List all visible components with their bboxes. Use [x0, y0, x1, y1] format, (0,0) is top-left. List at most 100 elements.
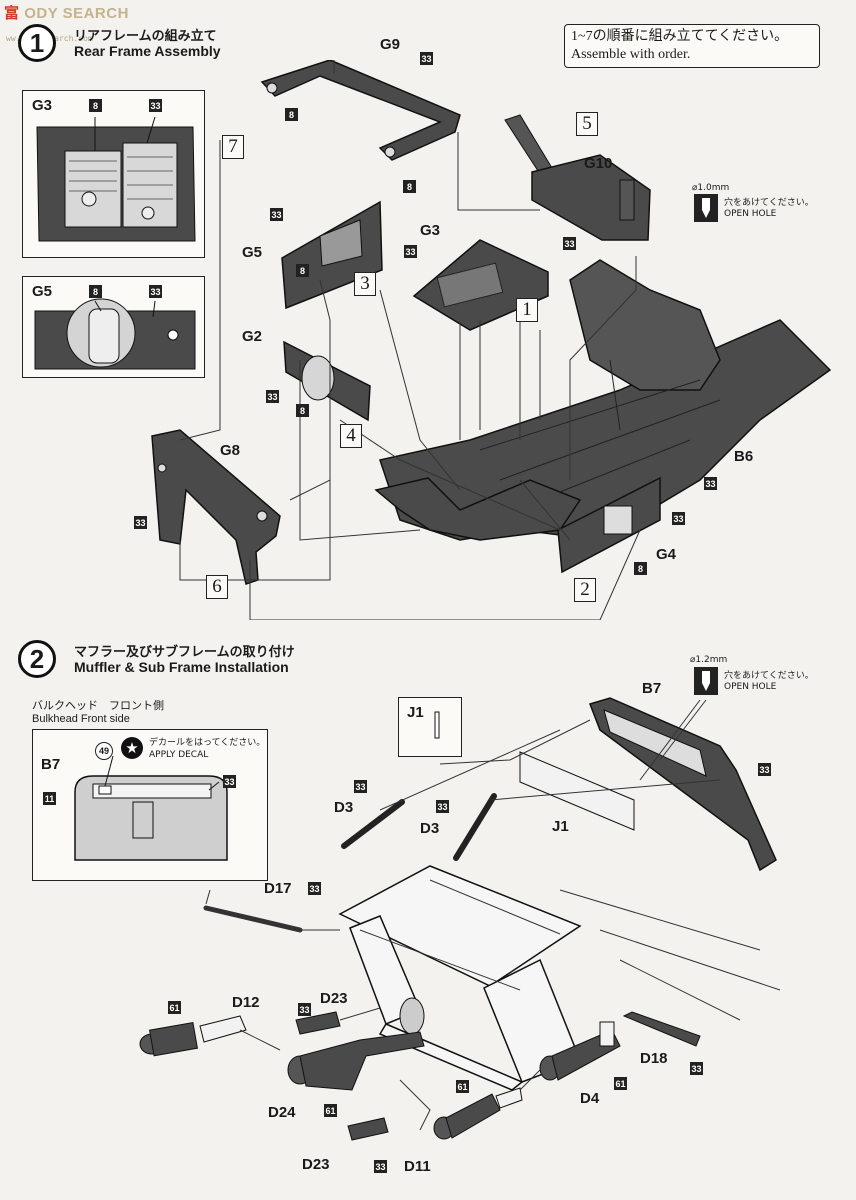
sequence-number-4: 4 — [340, 424, 362, 448]
paint-badge-33: 33 — [704, 477, 717, 490]
inset-g5-detail: G5 8 33 — [22, 276, 205, 378]
part-label-d4: D4 — [580, 1090, 600, 1107]
drill-hole-note: ⌀1.0mm — [692, 183, 729, 194]
sequence-number-6: 6 — [206, 575, 228, 599]
drill-hole-size-2: ⌀1.2mm — [690, 655, 728, 665]
sequence-number-7: 7 — [222, 135, 244, 159]
part-label-d3-left: D3 — [334, 799, 354, 816]
paint-badge-8: 8 — [296, 404, 309, 417]
watermark-glyph: 富 — [4, 5, 20, 22]
sequence-number-1: 1 — [516, 298, 538, 322]
sequence-number-5: 5 — [576, 112, 598, 136]
drill-icon — [694, 667, 718, 695]
part-label-g4: G4 — [656, 546, 677, 563]
drill-hole-jp-2: 穴をあけてください。 — [724, 671, 814, 681]
paint-badge-33: 33 — [149, 99, 162, 112]
g5-detail-drawing — [34, 298, 196, 370]
drill-hole-instructions: 穴をあけてください。 OPEN HOLE — [724, 198, 814, 220]
paint-badge-61: 61 — [614, 1077, 627, 1090]
paint-badge-8: 8 — [89, 285, 102, 298]
part-label-d12: D12 — [232, 994, 260, 1011]
part-label-j1: J1 — [552, 818, 569, 835]
part-label-d3-right: D3 — [420, 820, 440, 837]
part-label-d23-upper: D23 — [320, 990, 348, 1007]
part-label-g9: G9 — [380, 36, 401, 53]
paint-badge-33: 33 — [308, 882, 321, 895]
part-label-g10: G10 — [584, 155, 613, 172]
j1-inset-drawing — [434, 711, 440, 739]
bulkhead-jp: バルクヘッド フロント側 — [32, 699, 164, 712]
decal-star-icon: ★ — [121, 737, 143, 759]
decal-instructions: デカールをはってください。 APPLY DECAL — [149, 737, 265, 761]
part-label-b6: B6 — [734, 448, 754, 465]
paint-badge-61: 61 — [456, 1080, 469, 1093]
inset-g3-label: G3 — [32, 97, 53, 114]
part-label-d18: D18 — [640, 1050, 668, 1067]
watermark-text: ODY SEARCH — [24, 5, 129, 22]
paint-badge-33: 33 — [420, 52, 433, 65]
paint-badge-33: 33 — [354, 780, 367, 793]
sequence-number-2: 2 — [574, 578, 596, 602]
paint-badge-33: 33 — [134, 516, 147, 529]
step-1-title-en: Rear Frame Assembly — [74, 43, 221, 59]
bulkhead-inset: B7 49 ★ デカールをはってください。 APPLY DECAL 11 33 — [32, 729, 268, 881]
order-note-jp: 1~7の順番に組み立ててください。 — [571, 29, 789, 44]
paint-badge-33: 33 — [149, 285, 162, 298]
paint-badge-61: 61 — [168, 1001, 181, 1014]
assembly-order-note: 1~7の順番に組み立ててください。 Assemble with order. — [564, 24, 820, 68]
decal-instruction-en: APPLY DECAL — [149, 750, 209, 760]
watermark: 富 ODY SEARCH — [4, 2, 129, 23]
inset-g5-label: G5 — [32, 283, 53, 300]
paint-badge-33: 33 — [672, 512, 685, 525]
paint-badge-33: 33 — [270, 208, 283, 221]
part-label-g8: G8 — [220, 442, 241, 459]
j1-inset: J1 — [398, 697, 462, 757]
drill-hole-en-2: OPEN HOLE — [724, 682, 777, 692]
step-2-number: 2 — [18, 640, 56, 678]
paint-badge-33: 33 — [374, 1160, 387, 1173]
part-label-g3: G3 — [420, 222, 441, 239]
paint-badge-8: 8 — [89, 99, 102, 112]
paint-badge-33: 33 — [758, 763, 771, 776]
muffler-subframe-exploded-drawing — [139, 697, 781, 1141]
drill-hole-en: OPEN HOLE — [724, 209, 777, 219]
paint-badge-11: 11 — [43, 792, 56, 805]
step-2-title-jp: マフラー及びサブフレームの取り付け — [74, 645, 295, 660]
drill-hole-instructions-2: 穴をあけてください。 OPEN HOLE — [724, 671, 814, 693]
paint-badge-8: 8 — [403, 180, 416, 193]
order-note-en: Assemble with order. — [571, 47, 691, 62]
bulkhead-drawing — [74, 755, 228, 861]
paint-badge-33: 33 — [690, 1062, 703, 1075]
decal-instruction-jp: デカールをはってください。 — [149, 738, 266, 748]
paint-badge-33: 33 — [404, 245, 417, 258]
decal-number: 49 — [95, 742, 113, 760]
step-1-number: 1 — [18, 24, 56, 62]
part-label-g5: G5 — [242, 244, 263, 261]
part-label-d24: D24 — [268, 1104, 296, 1121]
sequence-number-3: 3 — [354, 272, 376, 296]
rear-frame-exploded-drawing — [151, 60, 832, 620]
drill-hole-size: ⌀1.0mm — [692, 183, 730, 193]
part-label-b7: B7 — [642, 680, 662, 697]
bulkhead-label-b7: B7 — [41, 756, 61, 773]
paint-badge-33: 33 — [298, 1003, 311, 1016]
step-1-title-jp: リアフレームの組み立て — [74, 29, 217, 44]
drill-hole-jp: 穴をあけてください。 — [724, 198, 814, 208]
inset-g3-detail: G3 8 33 — [22, 90, 205, 258]
bulkhead-en: Bulkhead Front side — [32, 713, 130, 725]
paint-badge-33: 33 — [223, 775, 236, 788]
part-label-d17: D17 — [264, 880, 292, 897]
g3-detail-drawing — [36, 116, 196, 242]
part-label-d23-lower: D23 — [302, 1156, 330, 1173]
part-label-d11: D11 — [404, 1158, 431, 1175]
paint-badge-8: 8 — [285, 108, 298, 121]
j1-inset-label: J1 — [407, 704, 424, 721]
drill-icon — [694, 194, 718, 222]
paint-badge-33: 33 — [266, 390, 279, 403]
step-2-title-en: Muffler & Sub Frame Installation — [74, 659, 289, 675]
part-label-g2: G2 — [242, 328, 263, 345]
paint-badge-8: 8 — [634, 562, 647, 575]
paint-badge-8: 8 — [296, 264, 309, 277]
paint-badge-33: 33 — [436, 800, 449, 813]
paint-badge-61: 61 — [324, 1104, 337, 1117]
